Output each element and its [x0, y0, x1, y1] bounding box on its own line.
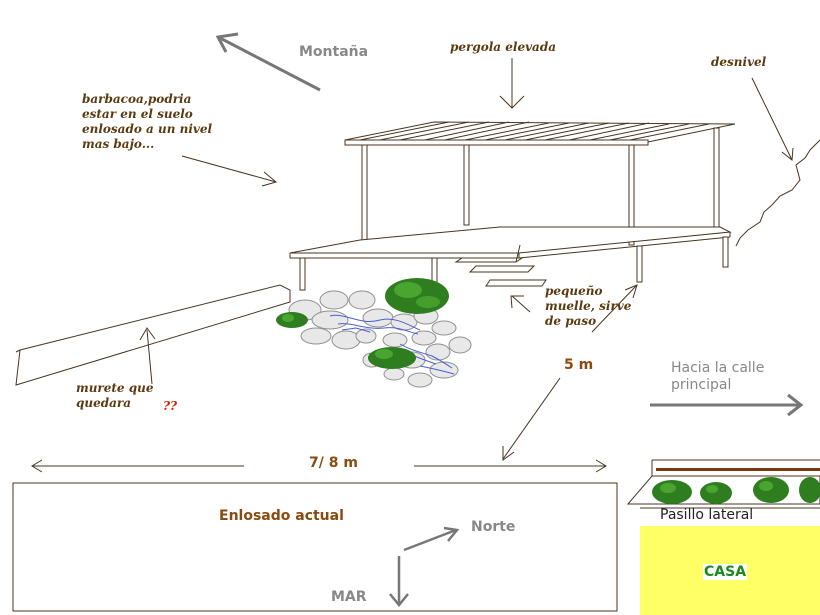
pasillo-label: Pasillo lateral: [660, 507, 754, 523]
mar-label: MAR: [331, 589, 367, 605]
murete-line-2: quedara: [76, 396, 132, 410]
barbacoa-line-4: mas bajo...: [82, 137, 155, 151]
dimension-7-8m: [31, 459, 607, 473]
montana-label: Montaña: [299, 44, 369, 60]
muelle-line-1: pequeño: [545, 284, 603, 298]
enlosado-area: [12, 482, 618, 612]
passage-bushes: [652, 477, 820, 504]
hacia-calle-note: Hacia la calle principal: [671, 360, 764, 394]
murete-line-1: murete que: [76, 381, 154, 395]
side-passage: [626, 459, 820, 509]
muelle-arrow: [510, 295, 531, 313]
hacia-line-2: principal: [671, 377, 732, 393]
desnivel-label: desnivel: [711, 55, 767, 69]
muelle-line-2: muelle, sirve: [545, 299, 632, 313]
muelle-note: pequeño muelle, sirve de paso: [545, 284, 631, 329]
five-m-label: 5 m: [564, 357, 594, 373]
pergola-roof: [344, 121, 736, 146]
bush-3: [368, 347, 416, 369]
murete-wall: [15, 284, 291, 386]
montana-arrow: [215, 32, 321, 92]
enlosado-label: Enlosado actual: [219, 508, 344, 524]
slope-edge: [735, 139, 820, 247]
murete-note: murete que quedara: [76, 381, 153, 411]
dimension-5m: [502, 284, 638, 461]
mar-arrow: [389, 556, 409, 607]
barbacoa-line-2: estar en el suelo: [82, 107, 193, 121]
seven-eight-m-label: 7/ 8 m: [309, 455, 358, 471]
hacia-line-1: Hacia la calle: [671, 360, 765, 376]
water-stream: [329, 314, 455, 375]
deck: [289, 226, 732, 291]
barbacoa-note: barbacoa,podria estar en el suelo enlosa…: [82, 92, 212, 152]
barbacoa-line-3: enlosado a un nivel: [82, 122, 213, 136]
question-marks: ??: [163, 399, 178, 413]
bush-2: [276, 312, 308, 328]
desnivel-arrow: [751, 77, 794, 161]
barbacoa-arrow: [181, 155, 278, 187]
barbacoa-line-1: barbacoa,podria: [82, 92, 192, 106]
pergola-posts: [361, 127, 720, 246]
norte-label: Norte: [471, 519, 516, 535]
muelle-line-3: de paso: [545, 314, 597, 328]
murete-arrow: [139, 327, 156, 385]
pergola-label: pergola elevada: [450, 40, 556, 54]
street-arrow: [650, 393, 804, 417]
north-arrow: [403, 526, 460, 552]
pergola-arrow: [499, 58, 525, 109]
bush-1: [385, 278, 449, 314]
casa-label: CASA: [703, 564, 748, 580]
